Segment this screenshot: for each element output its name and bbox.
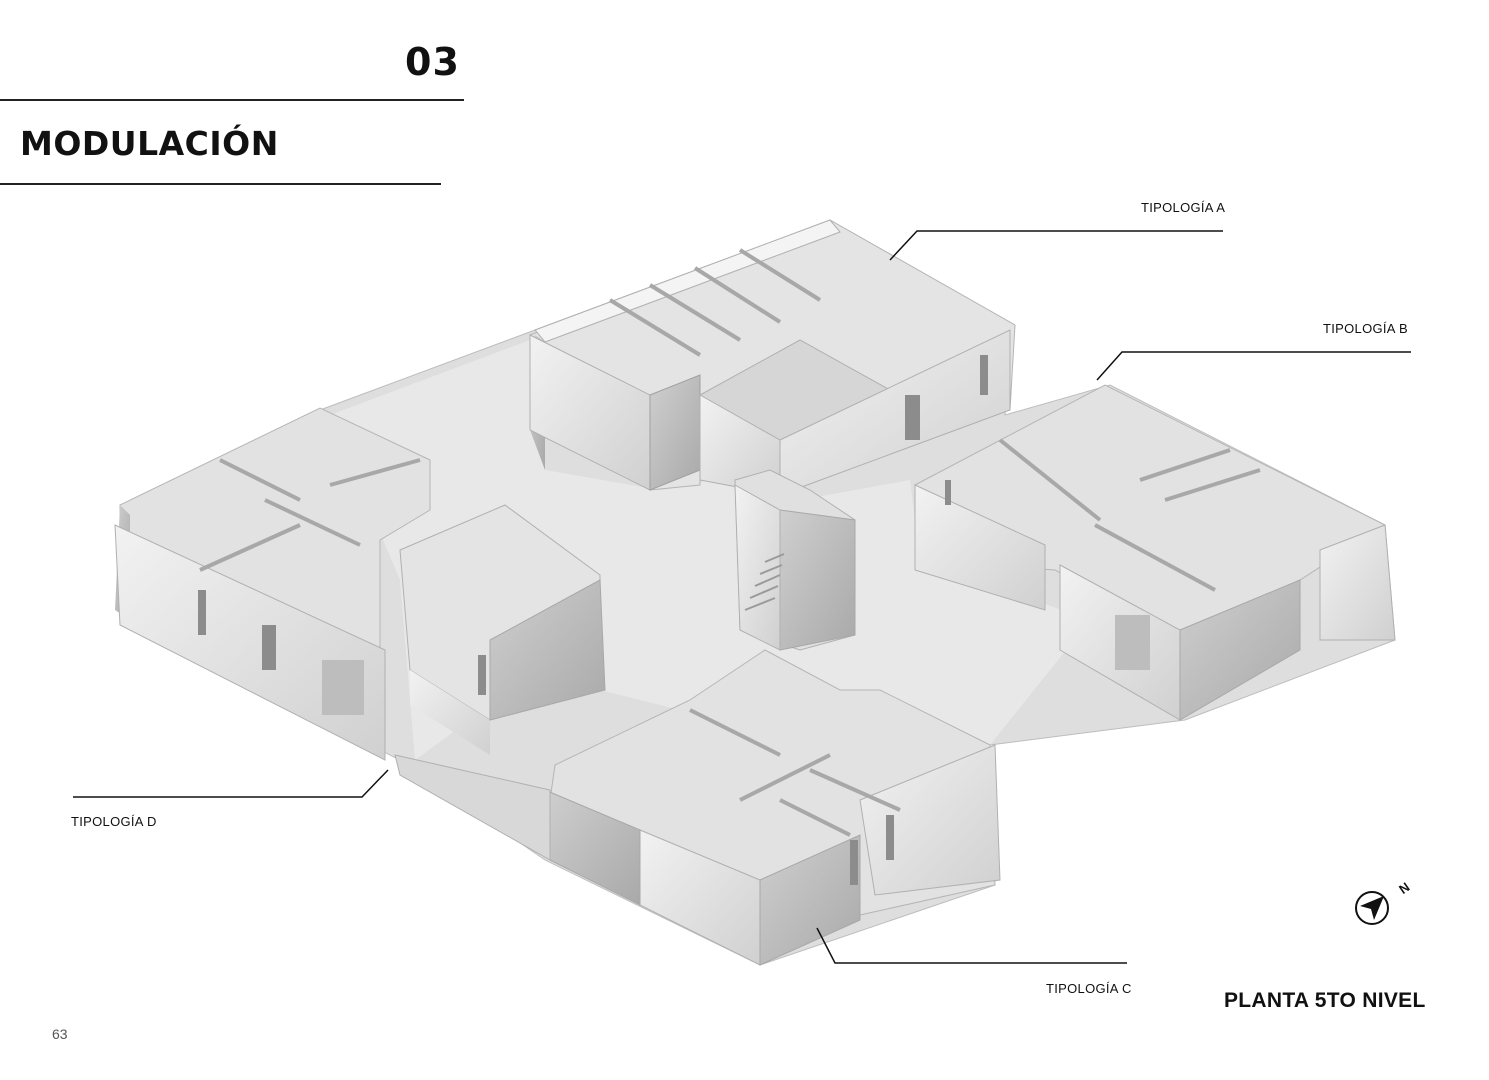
leader-line-tipologia-a [889, 230, 1223, 261]
leader-line-tipologia-b [1096, 351, 1411, 381]
level-title: PLANTA 5TO NIVEL [1224, 989, 1426, 1012]
label-tipologia-c: TIPOLOGÍA C [1046, 981, 1132, 996]
block-tipologia-a [529, 219, 1016, 496]
page-number: 63 [52, 1026, 68, 1042]
label-tipologia-a: TIPOLOGÍA A [1141, 200, 1226, 215]
leader-line-tipologia-d [73, 769, 389, 798]
block-tipologia-b [914, 384, 1396, 721]
leader-line-tipologia-c [816, 927, 1127, 964]
block-tipologia-d [114, 407, 606, 761]
block-tipologia-c [394, 649, 1001, 966]
header-rule-top [0, 99, 464, 101]
stair-core [734, 469, 856, 651]
north-arrow-icon: N [1355, 879, 1412, 925]
label-tipologia-d: TIPOLOGÍA D [71, 814, 157, 829]
section-number: 03 [405, 40, 460, 84]
header-rule-bottom [0, 183, 441, 185]
label-tipologia-b: TIPOLOGÍA B [1323, 321, 1408, 336]
section-title: MODULACIÓN [20, 124, 279, 163]
north-letter: N [1396, 879, 1412, 897]
